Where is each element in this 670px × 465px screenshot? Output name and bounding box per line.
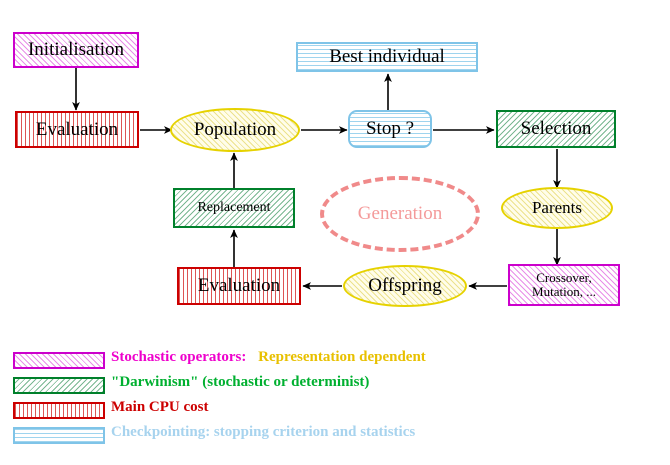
node-best-individual[interactable]: Best individual <box>296 42 478 72</box>
legend-label-stochastic-sub: Representation dependent <box>258 349 426 365</box>
legend-label-stochastic-main: Stochastic operators: <box>111 349 247 365</box>
legend-label-cpu-cost: Main CPU cost <box>111 399 209 415</box>
legend-swatch-cpu-cost <box>13 402 105 419</box>
node-replacement[interactable]: Replacement <box>173 188 295 228</box>
node-selection[interactable]: Selection <box>496 110 616 148</box>
node-stop[interactable]: Stop ? <box>348 110 432 148</box>
legend-label-darwinism: "Darwinism" (stochastic or determinist) <box>111 374 370 390</box>
node-evaluation-bottom[interactable]: Evaluation <box>177 267 301 305</box>
node-generation-group: Generation <box>320 176 480 252</box>
node-initialisation[interactable]: Initialisation <box>13 32 139 68</box>
node-evaluation-top[interactable]: Evaluation <box>15 111 139 148</box>
legend-swatch-stochastic <box>13 352 105 369</box>
legend-swatch-darwinism <box>13 377 105 394</box>
node-population[interactable]: Population <box>170 108 300 152</box>
legend-label-stochastic: Stochastic operators: Representation dep… <box>111 349 426 366</box>
legend-label-checkpointing: Checkpointing: stopping criterion and st… <box>111 424 416 440</box>
node-parents[interactable]: Parents <box>501 187 613 229</box>
node-offspring[interactable]: Offspring <box>343 265 467 307</box>
node-crossover-mutation[interactable]: Crossover, Mutation, ... <box>508 264 620 306</box>
legend-swatch-checkpointing <box>13 427 105 444</box>
